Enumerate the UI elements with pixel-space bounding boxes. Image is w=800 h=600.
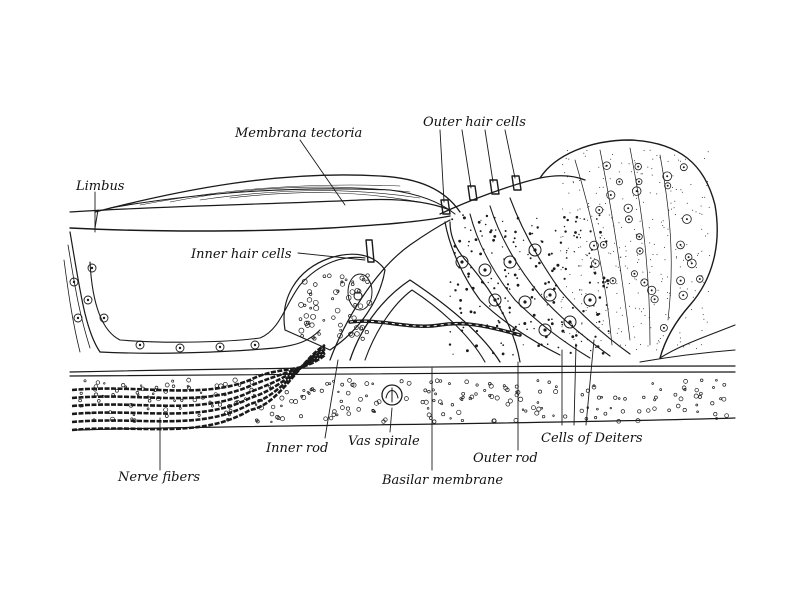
label-inner-hair-cells: Inner hair cells	[190, 247, 292, 262]
leader-cells-of-deiters-2	[573, 344, 577, 426]
label-outer-hair-cells: Outer hair cells	[423, 115, 526, 130]
leader-inner-hair-cells	[297, 252, 366, 261]
leader-outer-hair-cells-2	[461, 129, 472, 189]
leader-lines	[94, 129, 595, 471]
leader-outer-hair-cells-3	[484, 129, 494, 183]
label-basilar-membrane: Basilar membrane	[381, 473, 503, 488]
label-vas-spirale: Vas spirale	[348, 434, 420, 449]
nerve-fiber-bundle	[71, 343, 326, 432]
label-membrana-tectoria: Membrana tectoria	[234, 126, 362, 141]
hensen-cells-dome	[539, 139, 736, 363]
label-inner-rod: Inner rod	[265, 441, 328, 456]
leader-outer-hair-cells-1	[439, 129, 445, 203]
hensen-cell-nuclei	[560, 149, 711, 351]
leader-cells-of-deiters-3	[585, 339, 595, 426]
label-cells-of-deiters: Cells of Deiters	[541, 431, 643, 446]
vas-spirale-vessel	[381, 384, 403, 406]
leader-vas-spirale	[389, 407, 393, 433]
leader-outer-hair-cells-4	[504, 129, 516, 179]
label-outer-rod: Outer rod	[473, 451, 538, 466]
leader-inner-rod	[324, 359, 339, 439]
membrana-tectoria	[94, 174, 461, 215]
label-nerve-fibers: Nerve fibers	[117, 470, 200, 485]
label-limbus: Limbus	[75, 179, 125, 194]
leader-membrana-tectoria	[299, 139, 346, 206]
limbus-cells	[69, 263, 260, 353]
inner-hair-cell-granules	[298, 273, 373, 341]
tunnel-of-corti	[329, 219, 521, 363]
spiral-fibre-bundle	[348, 319, 522, 337]
labels: Membrana tectoria Outer hair cells Limbu…	[75, 115, 643, 488]
